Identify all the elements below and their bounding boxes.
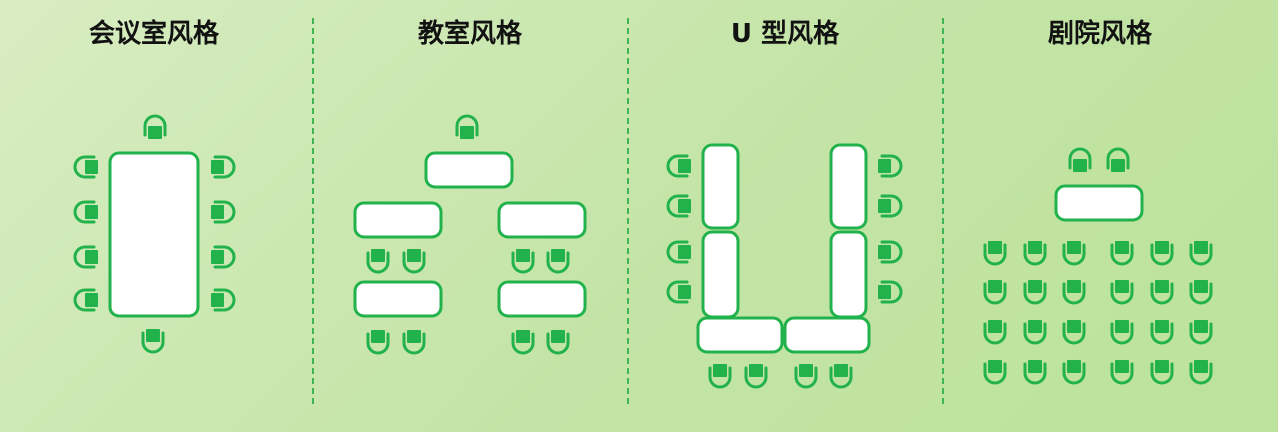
chair-icon (878, 194, 903, 218)
chair-icon (1062, 360, 1086, 385)
chair-icon (878, 280, 903, 304)
panel-divider (312, 18, 314, 404)
chair-icon (211, 155, 236, 179)
chair-icon (73, 155, 98, 179)
table-icon (829, 143, 868, 230)
chair-icon (666, 154, 691, 178)
chair-icon (366, 249, 390, 274)
chair-icon (878, 154, 903, 178)
panel-title-theater: 剧院风格 (1047, 19, 1152, 49)
panel-title-u-shape: U 型风格 (730, 19, 840, 49)
chair-icon (546, 330, 570, 355)
chair-icon (666, 280, 691, 304)
table-icon (353, 201, 443, 239)
table-icon (424, 151, 514, 189)
chair-icon (1150, 320, 1174, 345)
table-icon (1054, 184, 1144, 222)
chair-icon (666, 240, 691, 264)
chair-icon (1189, 320, 1213, 345)
table-icon (829, 230, 868, 319)
chair-icon (546, 249, 570, 274)
table-icon (701, 230, 740, 319)
chair-icon (1150, 280, 1174, 305)
chair-icon (1150, 241, 1174, 266)
table-icon (497, 201, 587, 239)
chair-icon (1189, 280, 1213, 305)
chair-icon (983, 360, 1007, 385)
chair-icon (366, 330, 390, 355)
chair-icon (829, 364, 853, 389)
chair-icon (141, 329, 165, 354)
chair-icon (1023, 360, 1047, 385)
chair-icon (1110, 320, 1134, 345)
conference-layout (73, 114, 236, 354)
chair-icon (878, 240, 903, 264)
chair-icon (744, 364, 768, 389)
chair-icon (402, 249, 426, 274)
chair-icon (1110, 280, 1134, 305)
chair-icon (983, 280, 1007, 305)
chair-icon (1068, 147, 1092, 172)
chair-icon (1062, 280, 1086, 305)
chair-icon (1023, 241, 1047, 266)
panel-title-conference: 会议室风格 (88, 19, 219, 49)
u-shape-layout (666, 143, 903, 389)
chair-icon (1106, 147, 1130, 172)
chair-icon (1150, 360, 1174, 385)
chair-icon (73, 245, 98, 269)
chair-icon (455, 114, 479, 139)
chair-icon (983, 320, 1007, 345)
table-icon (353, 280, 443, 318)
panel-divider (942, 18, 944, 404)
chair-icon (211, 200, 236, 224)
table-icon (783, 316, 871, 354)
panel-divider (627, 18, 629, 404)
table-icon (701, 143, 740, 230)
chair-icon (143, 114, 167, 139)
chair-icon (1023, 320, 1047, 345)
chair-icon (1023, 280, 1047, 305)
chair-icon (794, 364, 818, 389)
chair-icon (1110, 360, 1134, 385)
chair-icon (666, 194, 691, 218)
classroom-layout (353, 114, 587, 355)
chair-icon (1062, 320, 1086, 345)
chair-icon (1110, 241, 1134, 266)
chair-icon (708, 364, 732, 389)
chair-icon (1189, 241, 1213, 266)
chair-icon (211, 288, 236, 312)
chair-icon (73, 200, 98, 224)
chair-icon (983, 241, 1007, 266)
chair-icon (211, 245, 236, 269)
chair-icon (511, 249, 535, 274)
panel-title-classroom: 教室风格 (417, 19, 522, 49)
table-icon (497, 280, 587, 318)
chair-icon (402, 330, 426, 355)
chair-icon (1062, 241, 1086, 266)
table-icon (696, 316, 784, 354)
theater-layout (983, 147, 1213, 385)
chair-icon (511, 330, 535, 355)
chair-icon (73, 288, 98, 312)
table-icon (108, 151, 200, 318)
chair-icon (1189, 360, 1213, 385)
